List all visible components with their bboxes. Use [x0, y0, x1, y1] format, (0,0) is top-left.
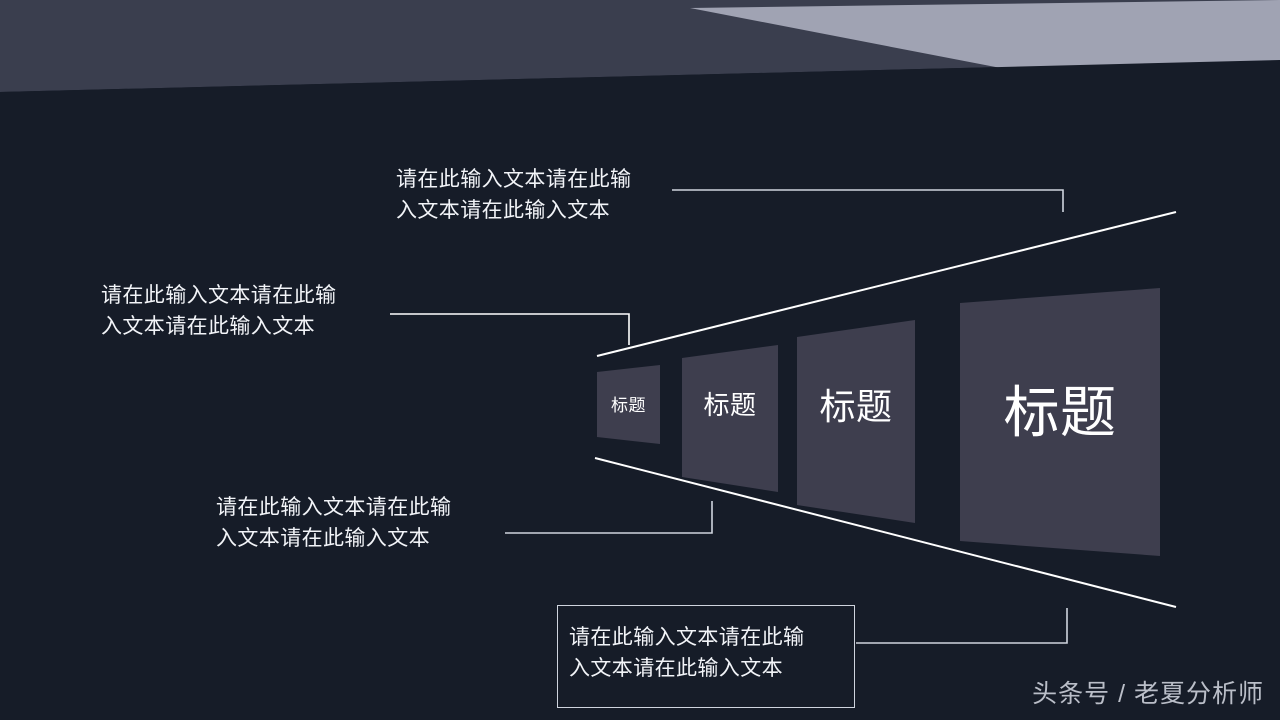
funnel-panel-label-2: 标题 [703, 390, 757, 420]
funnel-panel-label-4: 标题 [1003, 381, 1117, 444]
leader-line-4 [856, 608, 1068, 644]
callout-text-lower-left: 请在此输入文本请在此输 入文本请在此输入文本 [216, 496, 452, 550]
callout-text-bottom-boxed: 请在此输入文本请在此输 入文本请在此输入文本 [557, 605, 855, 708]
funnel-edge-bottom [594, 457, 1177, 608]
funnel-edge-top [596, 211, 1177, 357]
leader-line-1 [672, 189, 1064, 212]
deco-triangle-shadow [0, 60, 1280, 160]
funnel-panel-label-1: 标题 [611, 396, 646, 415]
leader-line-2 [390, 313, 630, 345]
leader-line-3 [505, 501, 713, 534]
funnel-panel-label-3: 标题 [819, 386, 893, 427]
callout-text-upper-left: 请在此输入文本请在此输 入文本请在此输入文本 [101, 284, 337, 338]
callout-text-top: 请在此输入文本请在此输 入文本请在此输入文本 [396, 168, 632, 222]
decorative-header-shapes [0, 0, 1280, 160]
deco-triangle-light [690, 0, 1280, 122]
watermark-label: 头条号 / 老夏分析师 [1032, 680, 1264, 708]
deco-triangle-dark [0, 0, 1280, 92]
